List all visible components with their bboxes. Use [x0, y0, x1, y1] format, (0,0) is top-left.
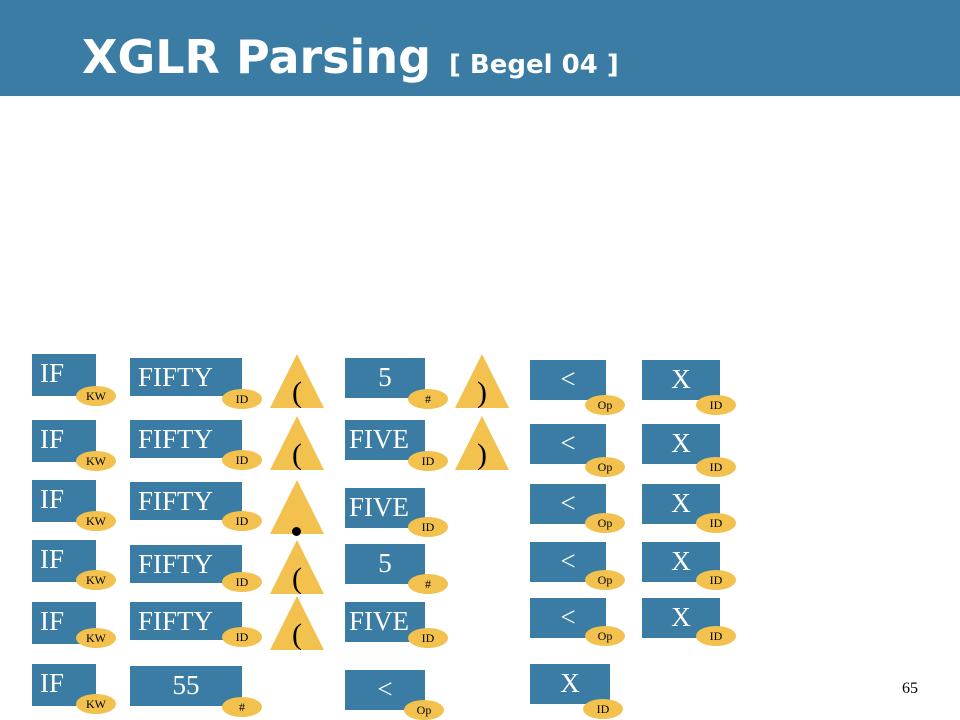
slide-title: XGLR Parsing [ Begel 04 ]	[82, 30, 619, 84]
tag-num: #	[222, 697, 262, 717]
paren-token-label: )	[477, 376, 487, 408]
empty-paren-shape	[270, 480, 324, 534]
paren-token-label: (	[292, 438, 302, 470]
tag-id: ID	[696, 395, 736, 415]
paren-token-shape: (	[270, 540, 324, 594]
tag-id: ID	[408, 517, 448, 537]
tag-id: ID	[222, 572, 262, 592]
tag-kw: KW	[76, 386, 116, 406]
tag-id: ID	[696, 570, 736, 590]
paren-token-label: (	[292, 562, 302, 594]
tag-op: Op	[585, 570, 625, 590]
title-citation: [ Begel 04 ]	[449, 50, 619, 80]
tag-op: Op	[585, 626, 625, 646]
tag-kw: KW	[76, 694, 116, 714]
token-x: X	[642, 360, 720, 400]
tag-num: #	[408, 389, 448, 409]
title-main: XGLR Parsing	[82, 30, 431, 84]
tag-id: ID	[583, 699, 623, 719]
tag-id: ID	[222, 450, 262, 470]
paren-token-shape: (	[270, 596, 324, 650]
tag-id: ID	[408, 451, 448, 471]
paren-token-label: (	[292, 376, 302, 408]
tag-kw: KW	[76, 628, 116, 648]
token-less-than: <	[530, 424, 606, 464]
tag-id: ID	[696, 457, 736, 477]
token-five: FIVE	[345, 602, 425, 642]
paren-token-shape: (	[270, 354, 324, 408]
token-fifty: FIFTY	[130, 358, 242, 396]
paren-token-label: )	[477, 438, 487, 470]
tag-kw: KW	[76, 570, 116, 590]
token-fifty: FIFTY	[130, 420, 242, 458]
paren-token-label: (	[292, 618, 302, 650]
tag-id: ID	[222, 511, 262, 531]
token-fifty: FIFTY	[130, 482, 242, 520]
token-five: FIVE	[345, 420, 425, 460]
tag-id: ID	[408, 628, 448, 648]
token-x: X	[530, 664, 610, 704]
paren-token-shape: )	[455, 416, 509, 470]
parse-position-dot	[292, 527, 301, 536]
tag-id: ID	[696, 626, 736, 646]
tag-id: ID	[222, 627, 262, 647]
paren-token-shape: (	[270, 416, 324, 470]
token-fifty: FIFTY	[130, 545, 242, 583]
tag-id: ID	[222, 389, 262, 409]
tag-kw: KW	[76, 451, 116, 471]
token-less-than: <	[530, 360, 606, 400]
tag-op: Op	[404, 700, 444, 720]
page-number: 65	[902, 680, 918, 697]
tag-num: #	[408, 574, 448, 594]
tag-op: Op	[585, 457, 625, 477]
tag-id: ID	[696, 513, 736, 533]
tag-op: Op	[585, 395, 625, 415]
paren-token-shape: )	[455, 354, 509, 408]
token-if: IF	[32, 420, 96, 462]
tag-op: Op	[585, 513, 625, 533]
token-55: 55	[130, 666, 242, 706]
tag-kw: KW	[76, 511, 116, 531]
token-5: 5	[345, 358, 425, 398]
title-banner	[0, 0, 960, 96]
